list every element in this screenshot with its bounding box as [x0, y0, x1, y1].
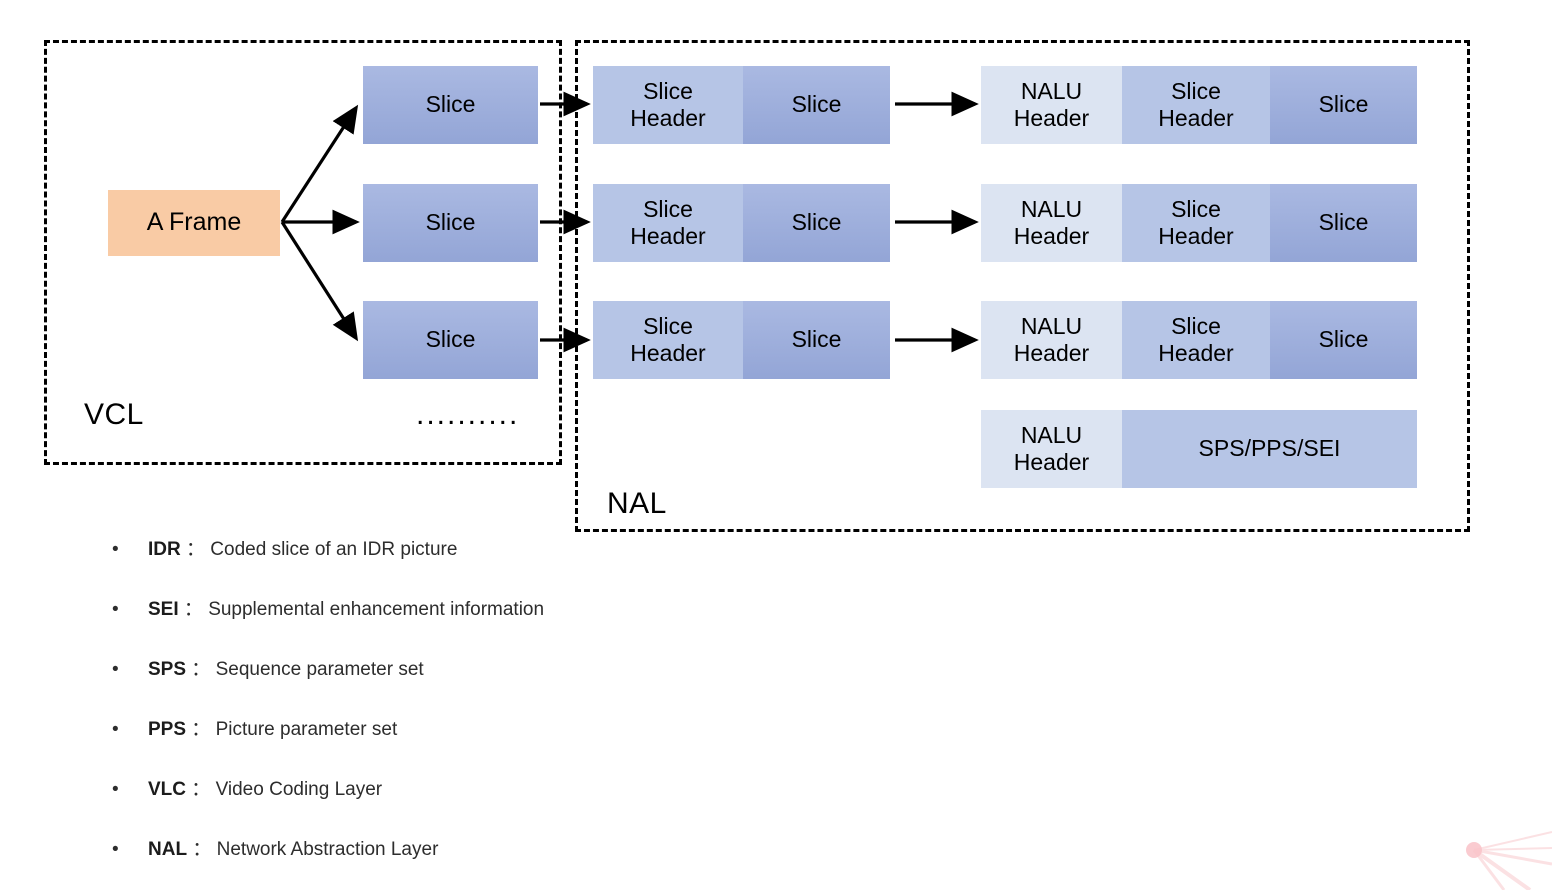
bullet-icon: •: [112, 719, 119, 740]
block-a-frame: A Frame: [108, 190, 280, 256]
block-nalu-slice-header-2: Slice Header: [1122, 184, 1270, 262]
block-nalu-header-3: NALU Header: [981, 301, 1122, 379]
block-nalu-header-2: NALU Header: [981, 184, 1122, 262]
block-vcl-slice-1: Slice: [363, 66, 538, 144]
legend-separator: ：: [187, 839, 217, 860]
block-nalu-slice-header-1: Slice Header: [1122, 66, 1270, 144]
bullet-icon: •: [112, 779, 119, 800]
legend-separator: ：: [186, 659, 216, 680]
legend-description: Sequence parameter set: [215, 659, 424, 680]
legend-description: Video Coding Layer: [215, 779, 383, 800]
block-nalu-slice-header-3: Slice Header: [1122, 301, 1270, 379]
block-nalu-header-paramset: NALU Header: [981, 410, 1122, 488]
legend-term: VLC: [148, 779, 186, 800]
legend-item-sei: • SEI ： Supplemental enhancement informat…: [112, 594, 544, 621]
ellipsis-more-slices: ..........: [416, 398, 520, 431]
panel-label-vcl: VCL: [84, 398, 144, 431]
block-vcl-slice-2: Slice: [363, 184, 538, 262]
legend-description: Network Abstraction Layer: [216, 839, 439, 860]
legend-term: NAL: [148, 839, 188, 860]
bullet-icon: •: [112, 599, 119, 620]
block-vcl-slice-3: Slice: [363, 301, 538, 379]
legend-separator: ：: [186, 779, 216, 800]
block-parameter-set-payload: SPS/PPS/SEI: [1122, 410, 1417, 488]
legend-term: IDR: [148, 539, 181, 560]
legend-description: Supplemental enhancement information: [208, 599, 545, 620]
block-nalu-slice-payload-2: Slice: [1270, 184, 1417, 262]
legend-separator: ：: [178, 599, 209, 620]
block-nal-slice-header-3: Slice Header: [593, 301, 743, 379]
bullet-icon: •: [112, 839, 119, 860]
decorative-pink-burst-icon: [1466, 831, 1552, 890]
legend-term: SEI: [148, 599, 179, 620]
block-nal-slice-header-1: Slice Header: [593, 66, 743, 144]
bullet-icon: •: [112, 659, 119, 680]
legend-item-idr: • IDR ： Coded slice of an IDR picture: [112, 534, 457, 561]
legend-item-nal: • NAL ： Network Abstraction Layer: [112, 834, 438, 861]
legend-item-pps: • PPS ： Picture parameter set: [112, 714, 397, 741]
panel-nal: [575, 40, 1470, 532]
block-nalu-slice-payload-3: Slice: [1270, 301, 1417, 379]
legend-separator: ：: [180, 539, 211, 560]
panel-vcl: [44, 40, 562, 465]
block-nalu-header-1: NALU Header: [981, 66, 1122, 144]
legend-description: Picture parameter set: [215, 719, 398, 740]
bullet-icon: •: [112, 539, 119, 560]
panel-label-nal: NAL: [607, 487, 667, 520]
legend-term: SPS: [148, 659, 187, 680]
legend-item-vlc: • VLC ： Video Coding Layer: [112, 774, 382, 801]
legend-item-sps: • SPS ： Sequence parameter set: [112, 654, 424, 681]
block-nal-slice-payload-1: Slice: [743, 66, 890, 144]
legend-description: Coded slice of an IDR picture: [210, 539, 458, 560]
block-nal-slice-payload-3: Slice: [743, 301, 890, 379]
legend-separator: ：: [186, 719, 216, 740]
block-nal-slice-payload-2: Slice: [743, 184, 890, 262]
block-nal-slice-header-2: Slice Header: [593, 184, 743, 262]
block-nalu-slice-payload-1: Slice: [1270, 66, 1417, 144]
legend-term: PPS: [148, 719, 187, 740]
